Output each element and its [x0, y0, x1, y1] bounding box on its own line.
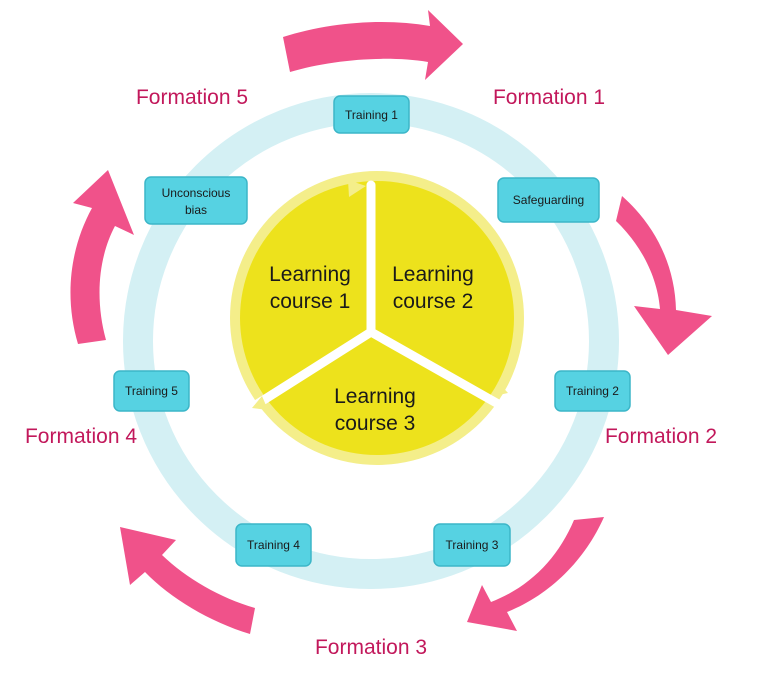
formation-4-label: Formation 4 [25, 425, 137, 448]
node-training-4: Training 4 [235, 523, 312, 567]
node-safeguarding-label: Safeguarding [513, 193, 584, 207]
arrow-top-icon [283, 10, 463, 80]
core-disc [240, 181, 514, 455]
formation-2-label: Formation 2 [605, 425, 717, 448]
core-dividers [235, 180, 505, 420]
course-2-line-1: Learning [392, 263, 474, 286]
node-training-1-label: Training 1 [345, 108, 398, 122]
node-training-3: Training 3 [433, 523, 511, 567]
course-1-line-2: course 1 [270, 290, 351, 313]
course-3-line-1: Learning [334, 385, 416, 408]
node-training-2-label: Training 2 [566, 384, 619, 398]
core-arrow-2-icon [494, 382, 508, 396]
node-training-1: Training 1 [333, 95, 410, 134]
arrow-left-icon [70, 170, 134, 344]
course-2-line-2: course 2 [393, 290, 474, 313]
node-training-2: Training 2 [554, 370, 631, 412]
course-1-line-1: Learning [269, 263, 351, 286]
arrow-bottom-right-icon [467, 517, 604, 631]
node-training-5-label: Training 5 [125, 384, 178, 398]
node-unconscious-bias-line-2: bias [185, 203, 207, 217]
course-3-line-2: course 3 [335, 412, 416, 435]
node-training-3-label: Training 3 [446, 538, 499, 552]
ring-arrowhead [316, 107, 338, 126]
node-safeguarding: Safeguarding [497, 177, 600, 223]
node-training-5: Training 5 [113, 370, 190, 412]
arrow-right-icon [616, 196, 712, 355]
core-arrow-3-icon [252, 396, 268, 410]
node-unconscious-bias: Unconscious bias [144, 176, 248, 225]
arrow-bottom-left-icon [120, 527, 255, 634]
core-arrow-1-icon [348, 180, 366, 197]
node-unconscious-bias-line-1: Unconscious [162, 186, 231, 200]
node-training-4-label: Training 4 [247, 538, 300, 552]
formation-1-label: Formation 1 [493, 86, 605, 109]
formation-5-label: Formation 5 [136, 86, 248, 109]
formation-3-label: Formation 3 [315, 636, 427, 659]
